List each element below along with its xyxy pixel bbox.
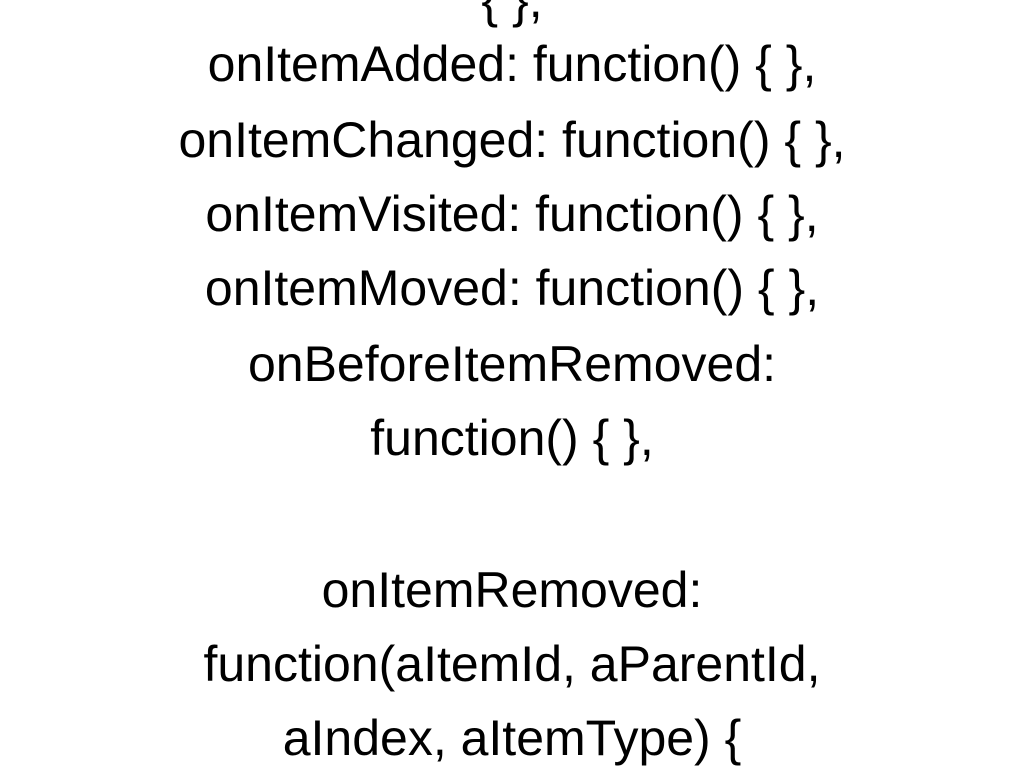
code-line-on-item-removed: onItemRemoved: — [321, 562, 703, 618]
code-line-on-item-changed: onItemChanged: function() { }, — [178, 112, 846, 168]
code-line-on-item-added: onItemAdded: function() { }, — [207, 36, 817, 92]
code-line-function-empty: function() { }, — [370, 410, 654, 466]
code-line-blank — [0, 476, 1024, 552]
code-line-on-item-moved: onItemMoved: function() { }, — [204, 260, 820, 316]
code-line-on-item-visited: onItemVisited: function() { }, — [205, 186, 819, 242]
code-line-partial: { }, — [481, 0, 543, 28]
code-line-function-params: function(aItemId, aParentId, — [203, 636, 821, 692]
code-line-function-params-end: aIndex, aItemType) { — [282, 710, 742, 766]
code-line-on-before-item-removed: onBeforeItemRemoved: — [247, 336, 777, 392]
